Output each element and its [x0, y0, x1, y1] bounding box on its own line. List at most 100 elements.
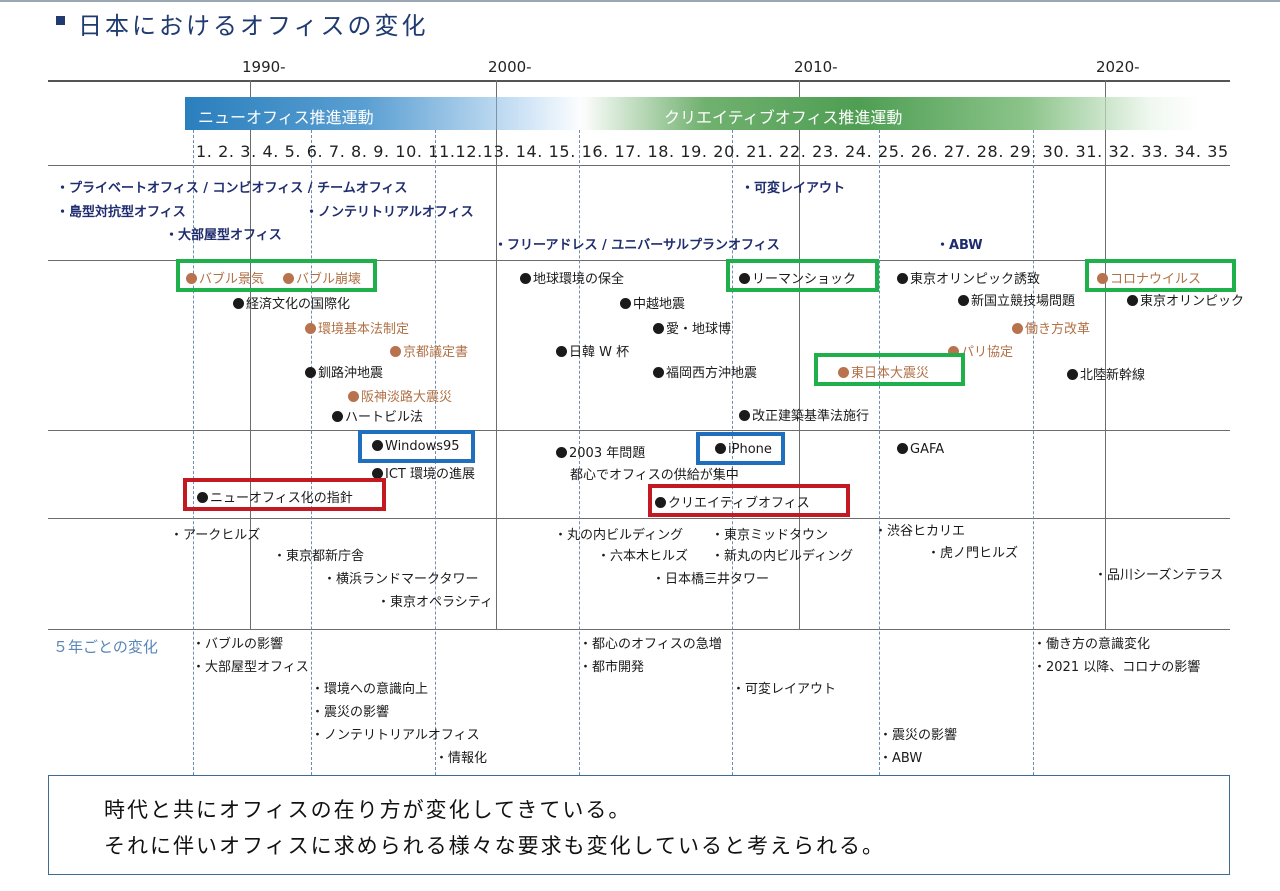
change-abw: ・ABW [879, 751, 923, 766]
change-corona: ・2021 以降、コロナの影響 [1033, 660, 1201, 675]
change-non-territorial: ・ノンテリトリアルオフィス [311, 728, 480, 743]
creative-office-label: クリエイティブオフィス推進運動 [664, 108, 903, 127]
change-work-style: ・働き方の意識変化 [1033, 637, 1151, 652]
change-downtown: ・都心のオフィスの急増 [579, 637, 722, 652]
event-kyoto-protocol: 京都議定書 [390, 341, 468, 360]
event-building-law: 改正建築基準法施行 [739, 405, 869, 424]
decade-line-2020 [1105, 80, 1106, 630]
period-line-1 [193, 130, 194, 775]
event-bubble-boom: バブル景気 [186, 268, 264, 287]
event-corona: コロナウイルス [1097, 268, 1201, 287]
divider-buildings [48, 518, 1230, 519]
highlight-iphone [696, 432, 785, 465]
dot-icon [520, 273, 531, 284]
page-title: 日本におけるオフィスの変化 [78, 12, 429, 40]
building-ark-hills: ・アークヒルズ [170, 528, 261, 543]
building-hikarie: ・渋谷ヒカリエ [874, 524, 966, 539]
top-rule [0, 0, 1280, 2]
highlight-new-office-guideline [183, 478, 386, 511]
dot-icon [897, 273, 908, 284]
period-line-3 [435, 130, 436, 775]
event-bubble-collapse: バブル崩壊 [283, 268, 361, 287]
building-shin-marunouchi: ・新丸の内ビルディング [711, 549, 854, 564]
decade-line-2010 [799, 80, 800, 630]
dot-icon [948, 346, 959, 357]
summary-line-2: それに伴いオフィスに求められる様々な要求も変化していると考えられる。 [104, 834, 885, 858]
change-quake-2: ・震災の影響 [879, 728, 958, 743]
change-bubble: ・バブルの影響 [192, 637, 284, 652]
dot-icon [233, 298, 244, 309]
event-env-basic-law: 環境基本法制定 [305, 318, 409, 337]
office-type-free-address: ・フリーアドレス / ユニバーサルプランオフィス [494, 238, 780, 253]
dot-icon [390, 346, 401, 357]
building-mitsui: ・日本橋三井タワー [652, 572, 770, 587]
period-line-5 [732, 130, 733, 775]
decade-line-1990 [250, 80, 251, 630]
office-type-abw: ・ABW [936, 238, 983, 253]
event-lehman: リーマンショック [739, 268, 856, 287]
highlight-windows95 [358, 430, 475, 463]
event-kushiro-quake: 釧路沖地震 [305, 362, 383, 381]
dot-icon [1067, 369, 1078, 380]
dot-icon [897, 443, 908, 454]
dot-icon [739, 273, 750, 284]
tech-y2k: 2003 年問題 [556, 442, 645, 461]
office-type-non-territorial: ・ノンテリトリアルオフィス [305, 205, 474, 220]
timeline-axis [48, 80, 1230, 82]
event-worldcup: 日韓 W 杯 [556, 341, 629, 360]
building-midtown: ・東京ミッドタウン [711, 528, 829, 543]
dot-icon [620, 298, 631, 309]
period-line-2 [311, 130, 312, 775]
change-urban: ・都市開発 [579, 660, 645, 675]
event-work-reform: 働き方改革 [1012, 318, 1090, 337]
event-fukuoka-quake: 福岡西方沖地震 [653, 362, 757, 381]
event-chuetsu-quake: 中越地震 [620, 293, 685, 312]
dot-icon [1127, 295, 1138, 306]
dot-icon [372, 440, 383, 451]
tech-gafa: GAFA [897, 442, 944, 457]
creative-office-band [580, 97, 1200, 130]
title-bullet-icon [56, 16, 65, 25]
dot-icon [1012, 323, 1023, 334]
divider-five-year [48, 629, 1230, 630]
divider-tech [48, 430, 1230, 431]
dot-icon [838, 367, 849, 378]
dot-icon [332, 411, 343, 422]
building-roppongi: ・六本木ヒルズ [597, 549, 689, 564]
office-type-variable-layout: ・可変レイアウト [741, 181, 846, 196]
event-paris: パリ協定 [948, 341, 1013, 360]
event-olympic-bid: 東京オリンピック誘致 [897, 268, 1040, 287]
event-economy-culture: 経済文化の国際化 [233, 293, 350, 312]
dot-icon [655, 497, 666, 508]
new-office-band [185, 97, 585, 130]
dot-icon [739, 410, 750, 421]
year-numbers: 1. 2. 3. 4. 5. 6. 7. 8. 9. 10. 11.12.13.… [196, 142, 1229, 161]
dot-icon [958, 295, 969, 306]
building-opera-city: ・東京オペラシティ [377, 595, 493, 610]
divider-office-types [48, 165, 1230, 166]
event-tokyo-olympics: 東京オリンピック [1127, 290, 1244, 309]
new-office-label: ニューオフィス推進運動 [198, 108, 374, 127]
change-large-room: ・大部屋型オフィス [192, 660, 309, 675]
highlight-creative-office [648, 484, 850, 517]
event-great-quake: 東日本大震災 [838, 362, 929, 381]
event-hokuriku: 北陸新幹線 [1067, 364, 1145, 383]
building-tocho: ・東京都新庁舎 [273, 549, 365, 564]
period-line-6 [879, 130, 880, 775]
dot-icon [283, 273, 294, 284]
event-hanshin-quake: 阪神淡路大震災 [348, 386, 452, 405]
dot-icon [305, 323, 316, 334]
decade-label-2020: 2020- [1096, 58, 1140, 76]
tech-iphone: iPhone [715, 442, 772, 457]
building-shinagawa: ・品川シーズンテラス [1094, 568, 1224, 583]
dot-icon [348, 391, 359, 402]
tech-ict: ICT 環境の進展 [372, 463, 475, 482]
dot-icon [653, 367, 664, 378]
event-heartbuilding-law: ハートビル法 [332, 406, 423, 425]
five-year-label: ５年ごとの変化 [53, 638, 158, 656]
dot-icon [372, 468, 383, 479]
event-global-env: 地球環境の保全 [520, 268, 624, 287]
tech-new-office-guideline: ニューオフィス化の指針 [197, 487, 353, 506]
summary-box [48, 775, 1230, 875]
change-quake: ・震災の影響 [311, 705, 390, 720]
